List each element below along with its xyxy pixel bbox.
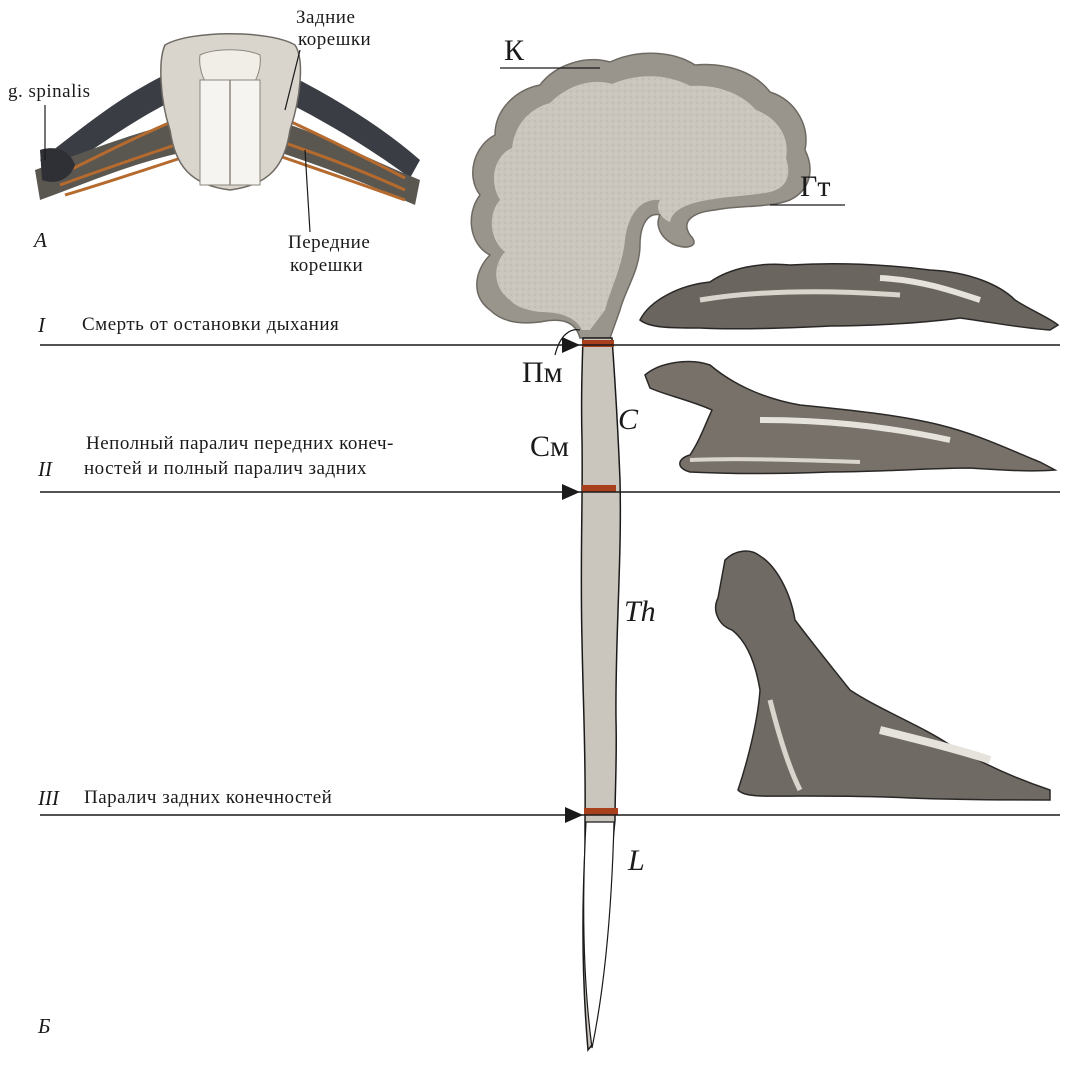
anterior-roots-line-1: Передние <box>288 233 370 252</box>
panel-b-label: Б <box>38 1016 50 1037</box>
label-thoracic: Th <box>624 597 656 627</box>
cut-mark-i <box>582 340 614 347</box>
spinal-cord-cross-section <box>35 34 420 232</box>
transection-iii-text: Паралич задних конечностей <box>84 788 332 807</box>
transection-ii-text-2: ностей и полный паралич задних <box>84 459 367 478</box>
label-spinal-cord: См <box>530 432 569 462</box>
filum-terminale <box>584 822 614 1048</box>
dog-lying-dead <box>640 264 1058 330</box>
arrow-i <box>562 337 580 353</box>
transection-ii-text-1: Неполный паралич передних конеч- <box>86 434 394 453</box>
panel-a-label: А <box>34 230 47 251</box>
transection-i-numeral: I <box>38 315 45 336</box>
transection-iii-numeral: III <box>38 788 59 809</box>
arrow-iii <box>565 807 583 823</box>
label-medulla: Пм <box>522 358 563 388</box>
label-lumbar: L <box>628 846 645 876</box>
transection-ii-numeral: II <box>38 459 52 480</box>
anterior-roots-line-2: корешки <box>290 256 363 275</box>
label-hypothalamus: Гт <box>800 172 830 202</box>
label-cortex: К <box>504 36 524 66</box>
cut-mark-iii <box>584 808 618 815</box>
transection-i-text: Смерть от остановки дыхания <box>82 315 339 334</box>
dog-sitting <box>716 551 1050 800</box>
posterior-roots-line-1: Задние <box>296 8 355 27</box>
cut-mark-ii <box>582 485 616 492</box>
label-cervical: C <box>618 405 638 435</box>
brain-and-spinal-cord <box>471 53 845 1050</box>
ganglion-label: g. spinalis <box>8 82 91 101</box>
dog-lying-alert <box>645 362 1055 474</box>
posterior-roots-line-2: корешки <box>298 30 371 49</box>
arrow-ii <box>562 484 580 500</box>
